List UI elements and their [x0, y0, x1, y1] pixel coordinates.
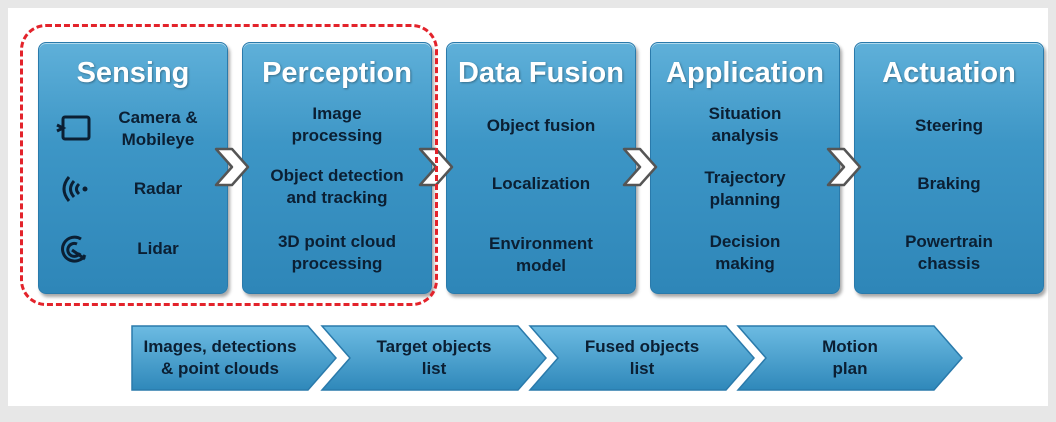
- flow-arrow: Target objects list: [320, 322, 550, 394]
- flow-arrow: Images, detections & point clouds: [130, 322, 340, 394]
- stage-item: Steering: [914, 116, 984, 135]
- stage-item: Object detection and tracking: [270, 166, 404, 207]
- stage-item: Situation analysis: [708, 104, 782, 145]
- sensor-label: Camera & Mobileye: [118, 108, 198, 149]
- lidar-icon: [61, 235, 87, 263]
- flow-label: Motion plan: [822, 337, 878, 378]
- stage-item: Powertrain chassis: [905, 232, 993, 273]
- stage-title: Sensing: [76, 57, 190, 89]
- chevron-right-icon: [622, 147, 658, 187]
- flow-arrow: Fused objects list: [528, 322, 758, 394]
- stage-item: Localization: [491, 174, 591, 193]
- stage-title: Data Fusion: [458, 57, 624, 89]
- stage-item: Trajectory planning: [704, 168, 786, 209]
- flow-label: Target objects list: [376, 337, 492, 378]
- stage-item: Decision making: [709, 232, 781, 273]
- highlight-region: [20, 24, 438, 306]
- stage-perception: Perception Image processing Object detec…: [242, 42, 432, 294]
- sensor-lidar: Lidar: [51, 227, 219, 271]
- sensor-label: Lidar: [137, 239, 179, 258]
- stage-item: Braking: [917, 174, 981, 193]
- chevron-right-icon: [826, 147, 862, 187]
- stage-sensing: Sensing Camera & Mobileye Radar Li: [38, 42, 228, 294]
- sensor-label: Radar: [133, 179, 183, 198]
- stage-item: 3D point cloud processing: [277, 232, 397, 273]
- flow-label: Fused objects list: [584, 337, 700, 378]
- stage-actuation: Actuation Steering Braking Powertrain ch…: [854, 42, 1044, 294]
- stage-title: Actuation: [882, 57, 1016, 89]
- sensor-camera: Camera & Mobileye: [51, 107, 219, 151]
- flow-label: Images, detections & point clouds: [143, 337, 297, 378]
- camera-icon: [56, 115, 91, 141]
- stage-item: Environment model: [489, 234, 593, 275]
- sensor-radar: Radar: [51, 167, 219, 211]
- stage-title: Application: [666, 57, 824, 89]
- stage-data-fusion: Data Fusion Object fusion Localization E…: [446, 42, 636, 294]
- stage-item: Object fusion: [486, 116, 596, 135]
- stage-application: Application Situation analysis Trajector…: [650, 42, 840, 294]
- stage-title: Perception: [262, 57, 412, 89]
- flow-arrow: Motion plan: [736, 322, 966, 394]
- stage-item: Image processing: [291, 104, 383, 145]
- chevron-right-icon: [214, 147, 250, 187]
- radar-icon: [62, 176, 88, 202]
- pipeline-diagram: Sensing Camera & Mobileye Radar Li: [8, 8, 1048, 406]
